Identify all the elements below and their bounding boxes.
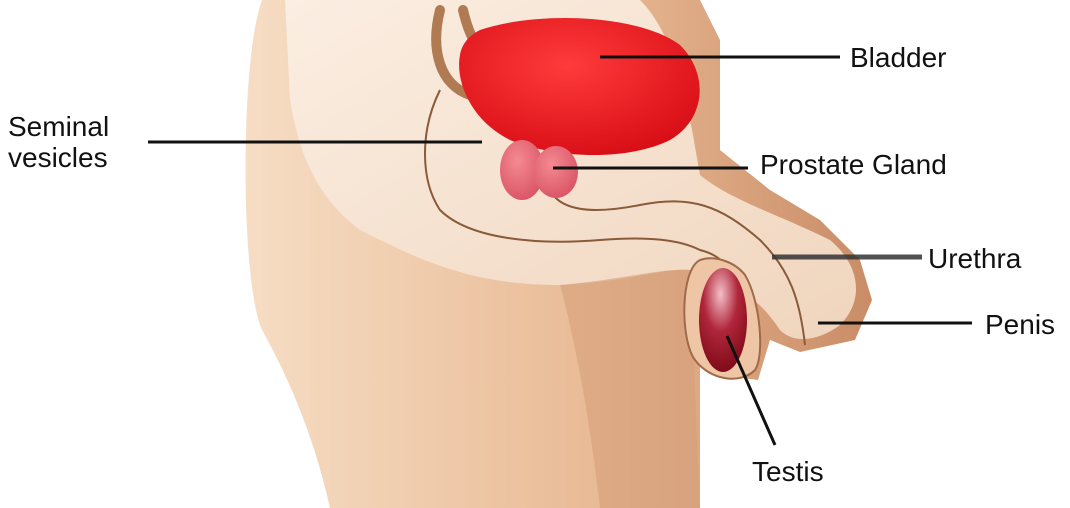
label-seminal-vesicles: Seminal vesicles <box>8 111 109 173</box>
label-seminal-line1: Seminal <box>8 111 109 142</box>
label-prostate-gland: Prostate Gland <box>760 149 947 180</box>
prostate-shape <box>534 146 578 198</box>
label-urethra: Urethra <box>928 243 1021 274</box>
testis-shape <box>699 268 747 372</box>
label-penis: Penis <box>985 309 1055 340</box>
label-testis: Testis <box>752 456 824 487</box>
label-bladder: Bladder <box>850 42 947 73</box>
label-seminal-line2: vesicles <box>8 142 109 173</box>
